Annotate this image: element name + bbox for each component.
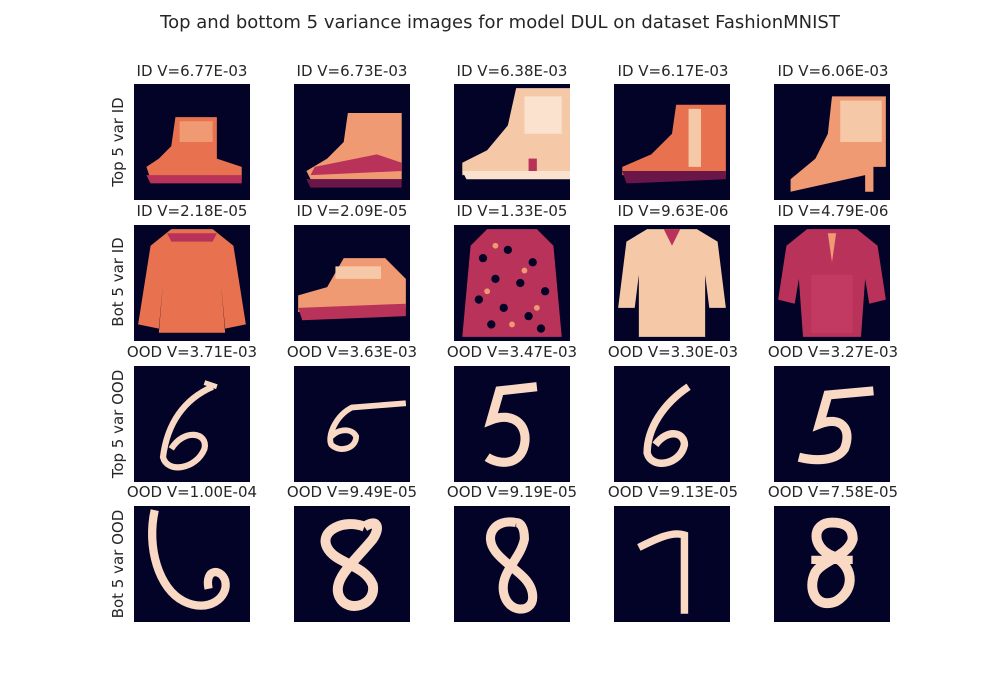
- caption-r3-c4: OOD V=7.58E-05: [767, 483, 899, 501]
- caption-r3-c0: OOD V=1.00E-04: [126, 483, 258, 501]
- caption-r1-c1: ID V=2.09E-05: [296, 202, 408, 220]
- ankle-boot-image: [614, 84, 730, 200]
- digit-6-image: [134, 366, 250, 482]
- caption-r2-c3: OOD V=3.30E-03: [607, 343, 739, 361]
- caption-r0-c3: ID V=6.17E-03: [617, 62, 729, 80]
- ankle-boot-image: [134, 84, 250, 200]
- caption-r0-c0: ID V=6.77E-03: [136, 62, 248, 80]
- digit-5-image: [454, 366, 570, 482]
- caption-r1-c3: ID V=9.63E-06: [617, 202, 729, 220]
- caption-r2-c1: OOD V=3.63E-03: [286, 343, 418, 361]
- caption-r1-c4: ID V=4.79E-06: [777, 202, 889, 220]
- caption-r1-c2: ID V=1.33E-05: [456, 202, 568, 220]
- ankle-boot-image: [294, 84, 410, 200]
- caption-r3-c2: OOD V=9.19E-05: [446, 483, 578, 501]
- digit-5-image: [774, 366, 890, 482]
- caption-r3-c1: OOD V=9.49E-05: [286, 483, 418, 501]
- digit-7-image: [614, 506, 730, 622]
- digit-6-image: [614, 366, 730, 482]
- heeled-boot-image: [774, 84, 890, 200]
- patterned-shirt-image: [454, 225, 570, 341]
- digit-8-image: [774, 506, 890, 622]
- ankle-boot-image: [454, 84, 570, 200]
- shirt-image: [614, 225, 730, 341]
- row-label-top-ood: Top 5 var OOD: [109, 369, 127, 479]
- figure-title: Top and bottom 5 variance images for mod…: [160, 12, 840, 33]
- shirt-image: [774, 225, 890, 341]
- caption-r0-c1: ID V=6.73E-03: [296, 62, 408, 80]
- caption-r2-c0: OOD V=3.71E-03: [126, 343, 258, 361]
- caption-r0-c4: ID V=6.06E-03: [777, 62, 889, 80]
- digit-8-image: [454, 506, 570, 622]
- caption-r2-c4: OOD V=3.27E-03: [767, 343, 899, 361]
- caption-r3-c3: OOD V=9.13E-05: [607, 483, 739, 501]
- caption-r1-c0: ID V=2.18E-05: [136, 202, 248, 220]
- digit-6-image: [134, 506, 250, 622]
- digit-6-image: [294, 366, 410, 482]
- pullover-image: [134, 225, 250, 341]
- row-label-bot-id: Bot 5 var ID: [109, 237, 127, 327]
- caption-r2-c2: OOD V=3.47E-03: [446, 343, 578, 361]
- row-label-top-id: Top 5 var ID: [109, 97, 127, 187]
- row-label-bot-ood: Bot 5 var OOD: [109, 509, 127, 619]
- digit-8-image: [294, 506, 410, 622]
- caption-r0-c2: ID V=6.38E-03: [456, 62, 568, 80]
- sneaker-image: [294, 225, 410, 341]
